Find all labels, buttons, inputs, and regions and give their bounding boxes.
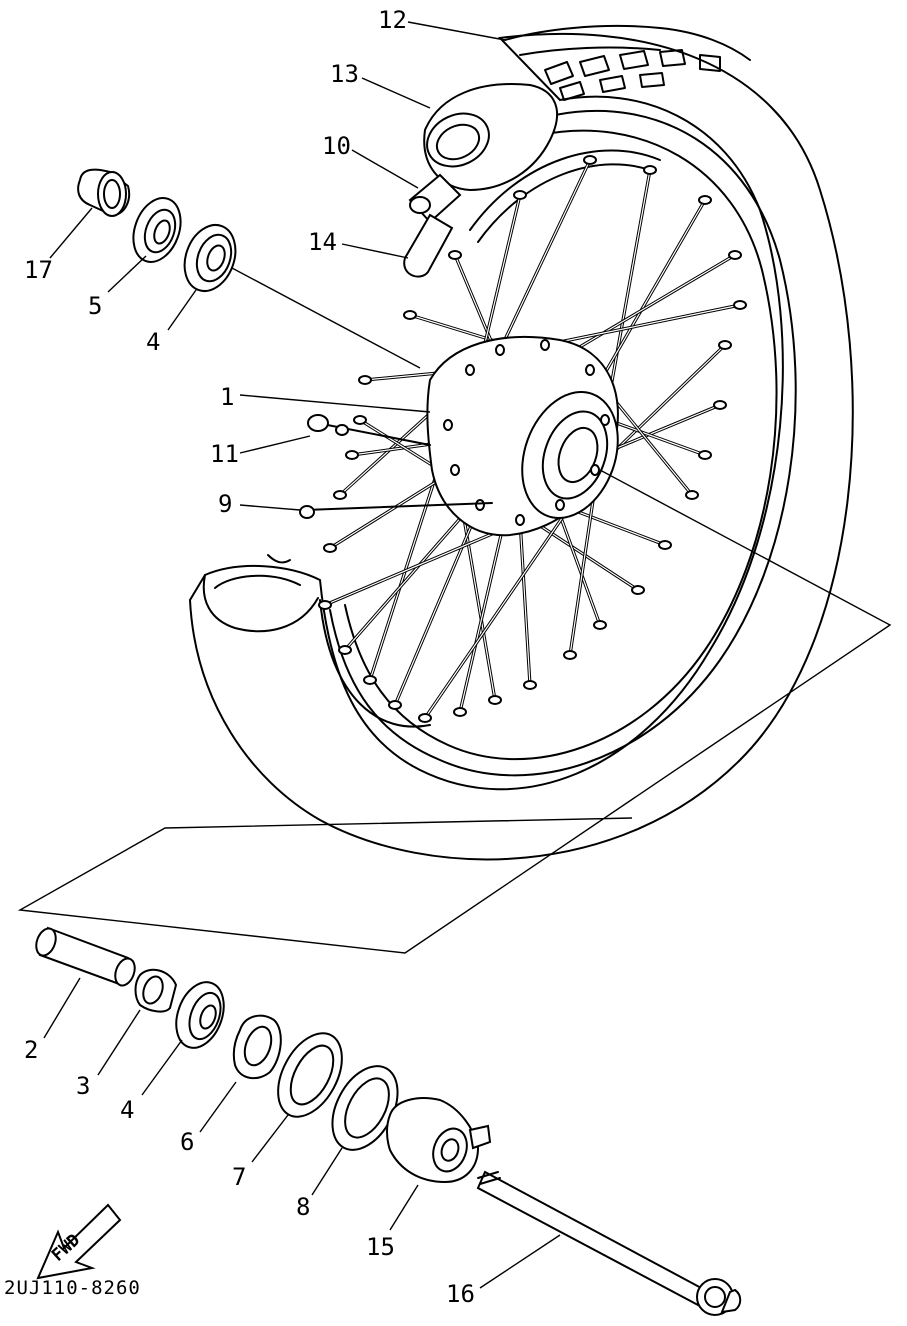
spoke-nipple	[698, 450, 712, 460]
callout-17: 17	[24, 256, 53, 284]
callout-7: 7	[232, 1163, 246, 1191]
callout-13: 13	[330, 60, 359, 88]
spoke-nipple	[488, 695, 502, 705]
spoke-nipple	[685, 490, 699, 500]
spoke-nipple	[318, 600, 332, 610]
spoke	[544, 304, 741, 346]
callout-14: 14	[308, 228, 337, 256]
spoke-nipple	[338, 645, 352, 655]
callout-2: 2	[24, 1036, 38, 1064]
spoke-nipple	[593, 620, 607, 630]
spoke-nipple	[563, 650, 577, 660]
tire	[188, 24, 854, 861]
spoke-nipple	[733, 300, 747, 310]
diagram-code: 2UJ110-8260	[4, 1277, 141, 1299]
callout-11: 11	[210, 440, 239, 468]
fwd-arrow-icon: FWD	[36, 1203, 122, 1280]
spoke-nipple	[363, 675, 377, 685]
lower-parts	[35, 926, 742, 1316]
spoke-nipple	[583, 155, 597, 165]
spoke-nipple	[345, 450, 359, 460]
hub-spoke-hole	[475, 499, 485, 511]
hub-spoke-hole	[590, 464, 600, 476]
hub-spoke-hole	[515, 514, 525, 526]
axle-centerline-box	[17, 469, 892, 954]
spoke-nipple	[718, 340, 732, 350]
spoke-nipple	[698, 195, 712, 205]
hub-spoke-hole	[600, 414, 610, 426]
spoke	[519, 519, 531, 686]
spoke-nipple	[658, 540, 672, 550]
callout-6: 6	[180, 1128, 194, 1156]
callout-12: 12	[378, 6, 407, 34]
spoke-nipple	[403, 310, 417, 320]
wheel-hub	[426, 336, 619, 537]
spoke	[604, 169, 651, 421]
spoke-nipple	[358, 375, 372, 385]
hub-spoke-hole	[495, 344, 505, 356]
callout-3: 3	[76, 1072, 90, 1100]
loose-spokes	[299, 414, 493, 519]
spoke-nipple	[323, 543, 337, 553]
spoke	[499, 159, 591, 351]
spoke-nipple	[631, 585, 645, 595]
hub-spoke-hole	[443, 419, 453, 431]
spoke-nipple	[513, 190, 527, 200]
rim	[319, 149, 661, 728]
spoke	[329, 469, 456, 549]
spoke-nipple	[388, 700, 402, 710]
spoke-nipple	[333, 490, 347, 500]
spoke-nipple	[418, 713, 432, 723]
hub-spoke-hole	[555, 499, 565, 511]
spoke-nipple	[523, 680, 537, 690]
callout-4-upper: 4	[146, 328, 160, 356]
spoke-nipple	[353, 415, 367, 425]
callout-10: 10	[322, 132, 351, 160]
leader-lines	[43, 21, 561, 1289]
spoke-nipple	[713, 400, 727, 410]
spoke	[394, 504, 481, 706]
upper-bearing-set	[77, 168, 421, 369]
hub-spoke-hole	[465, 364, 475, 376]
callout-9: 9	[218, 490, 232, 518]
spoke-nipple	[643, 165, 657, 175]
hub-spoke-hole	[540, 339, 550, 351]
tube-and-valve	[403, 83, 559, 278]
callout-15: 15	[366, 1233, 395, 1261]
hub-spoke-hole	[450, 464, 460, 476]
callout-16: 16	[446, 1280, 475, 1308]
spoke-nipple	[728, 250, 742, 260]
callout-labels: 12 13 10 14 17 5 4 1 11 9 2 3 4 6 7 8 15…	[24, 6, 475, 1308]
spoke-nipple	[448, 250, 462, 260]
spoke-nipple	[453, 707, 467, 717]
callout-1: 1	[220, 383, 234, 411]
callout-8: 8	[296, 1193, 310, 1221]
hub-spoke-hole	[585, 364, 595, 376]
callout-5-upper: 5	[88, 292, 102, 320]
callout-4-lower: 4	[120, 1096, 134, 1124]
